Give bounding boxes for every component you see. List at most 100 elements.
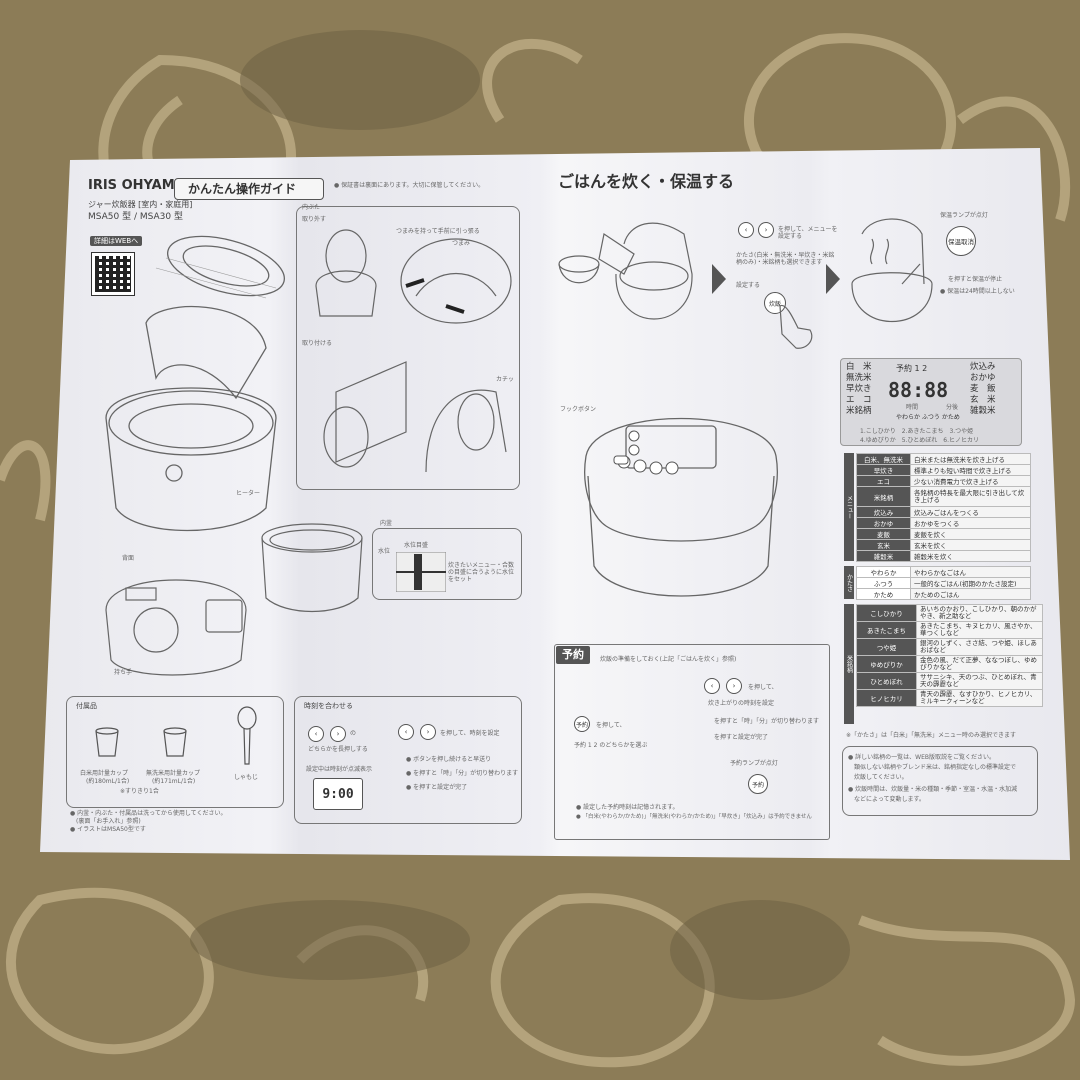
menu-key: 玄米 — [856, 539, 911, 551]
panel-menu-item: 雑穀米 — [970, 406, 996, 416]
inner-pot-illustration — [261, 523, 363, 612]
table-row: やわらかやわらかなごはん — [856, 566, 1031, 578]
guide-title-box — [174, 178, 324, 200]
note-line: ● 詳しい銘柄の一覧は、WEB版取説をご覧ください。 — [848, 754, 995, 761]
reserve-button[interactable]: 予約 — [748, 774, 768, 794]
guide-title: かんたん操作ガイド — [188, 182, 297, 196]
clock-step2: を押して、時刻を設定 — [440, 730, 500, 737]
rice-key: つや姫 — [856, 638, 917, 656]
clock-step1b: どちらかを長押しする — [308, 746, 368, 753]
right-arrow-button[interactable]: › — [758, 222, 774, 238]
product-type: ジャー炊飯器 [室内・家庭用] — [88, 200, 193, 209]
notes-box — [842, 746, 1038, 816]
steaming-rice-cooker-illustration — [851, 218, 933, 323]
rice-desc: 青天の霹靂、なすひかり、ヒノヒカリ、ミルキークィーンなど — [916, 689, 1043, 707]
hardness-key: やわらか — [856, 566, 911, 578]
attach-label: 取り付ける — [302, 340, 333, 347]
rice-desc: あいちのかおり、こしひかり、朝のかがやき、新之助など — [916, 604, 1043, 622]
back-label: 背面 — [122, 555, 135, 562]
panel-left-menu: 白 米 無洗米 早炊き エ コ 米銘柄 — [846, 362, 872, 417]
panel-menu-item: 早炊き — [846, 384, 872, 394]
table-row: 米銘柄各銘柄の特長を最大限に引き出して炊き上げる — [856, 486, 1031, 507]
reserve-step2a: を押して、 — [748, 684, 778, 691]
right-arrow-button[interactable]: › — [330, 726, 346, 742]
warm-lamp-note: 保温ランプが点灯 — [940, 212, 988, 219]
hardness-footnote: ※「かたさ」は「白米」「無洗米」メニュー時のみ選択できます — [846, 732, 1017, 739]
rice-desc: 銀河のしずく、ささ結、つや姫、ほしあおばなど — [916, 638, 1043, 656]
water-label: 水位 — [378, 548, 391, 555]
rice-key: ひとめぼれ — [856, 672, 917, 690]
inner-lid-box — [296, 206, 520, 490]
table-row: おかゆおかゆをつくる — [856, 517, 1031, 529]
spatula-label: しゃもじ — [234, 774, 259, 781]
table-row: 炊込み炊込みごはんをつくる — [856, 506, 1031, 518]
menu-side-label: メニュー — [844, 453, 854, 561]
clock-note-c: ● を押すと設定が完了 — [406, 784, 468, 791]
rice-variety-table: こしひかりあいちのかおり、こしひかり、朝のかがやき、新之助など あきたこまちあき… — [856, 604, 1043, 707]
qr-code[interactable] — [91, 252, 135, 296]
hand-press-icon — [779, 304, 813, 349]
right-arrow-button[interactable]: › — [726, 678, 742, 694]
select-menu-note: を押して、メニューを設定する — [778, 226, 838, 241]
table-row: エコ少ない消費電力で炊き上げる — [856, 475, 1031, 487]
menu-key: 米銘柄 — [856, 486, 911, 507]
left-arrow-button[interactable]: ‹ — [704, 678, 720, 694]
hardness-desc: かためのごはん — [910, 588, 1031, 600]
panel-right-menu: 炊込み おかゆ 麦 飯 玄 米 雑穀米 — [970, 362, 996, 417]
panel-digits: 88:88 — [888, 378, 949, 402]
hardness-table: やわらかやわらかなごはん ふつう一般的なごはん(初期のかたさ設定) かためかため… — [856, 566, 1031, 600]
cook-section-title: ごはんを炊く・保温する — [558, 172, 735, 191]
warm-cancel-button[interactable]: 保温取消 — [946, 226, 976, 256]
clock-note-b: ● を押すと「時」「分」が切り替わります — [406, 770, 519, 777]
reservation-title: 予約 — [556, 646, 590, 664]
reservation-intro: 炊飯の準備をしておく(上記「ごはんを炊く」参照) — [600, 656, 737, 663]
handle-label: 持ち手 — [114, 669, 133, 676]
accessories-title: 付属品 — [76, 702, 97, 710]
panel-menu-item: 無洗米 — [846, 373, 872, 383]
left-arrow-button[interactable]: ‹ — [738, 222, 754, 238]
warm-limit-note: ● 保温は24時間以上しない — [940, 288, 1015, 295]
cup-note: ※すりきり1合 — [120, 788, 159, 795]
menu-desc: 玄米を炊く — [910, 539, 1031, 551]
reserve-sub-a: を押すと「時」「分」が切り替わります — [714, 718, 820, 725]
next-step-arrow-icon — [712, 264, 726, 294]
knob-label: つまみ — [452, 240, 471, 247]
table-row: 早炊き標準よりも短い時間で炊き上げる — [856, 464, 1031, 476]
hardness-note: かたさ(白米・無洗米・早炊き・米銘柄のみ)・米銘柄も選択できます — [736, 252, 835, 267]
left-arrow-button[interactable]: ‹ — [308, 726, 324, 742]
lid-attach-illustration — [323, 361, 507, 473]
panel-minute: 分後 — [946, 404, 959, 411]
left-arrow-button[interactable]: ‹ — [398, 724, 414, 740]
rice-cooker-top-illustration[interactable] — [576, 396, 796, 616]
set-label: 設定する — [736, 282, 761, 289]
menu-key: 麦飯 — [856, 528, 911, 540]
menu-desc: 白米または無洗米を炊き上げる — [910, 453, 1031, 465]
lid-remove-illustration — [315, 229, 512, 324]
note-line: 炊飯してください。 — [848, 774, 908, 781]
table-row: 麦飯麦飯を炊く — [856, 528, 1031, 540]
control-panel-display — [840, 358, 1022, 446]
rice-cooker-open-illustration — [105, 235, 285, 532]
table-row: ゆめぴりか金色の風、だて正夢、ななつぼし、ゆめぴりかなど — [856, 655, 1043, 673]
right-arrow-button[interactable]: › — [420, 724, 436, 740]
panel-menu-item: 炊込み — [970, 362, 996, 372]
note-line: 類似しない銘柄やブレンド米は、銘柄指定なしの標準設定で — [848, 764, 1017, 771]
hardness-desc: やわらかなごはん — [910, 566, 1031, 578]
menu-table: 白米、無洗米白米または無洗米を炊き上げる 早炊き標準よりも短い時間で炊き上げる … — [856, 453, 1031, 562]
reserve-step2b: 炊き上がりの時刻を設定 — [708, 700, 775, 707]
hardness-side-label: かたさ — [844, 566, 854, 599]
reserve-step1b: 予約 1 2 のどちらかを選ぶ — [574, 742, 648, 749]
table-row: こしひかりあいちのかおり、こしひかり、朝のかがやき、新之助など — [856, 604, 1043, 622]
table-row: あきたこまちあきたこまち、キヌヒカリ、風さやか、華つくしなど — [856, 621, 1043, 639]
table-row: ひとめぼれササニシキ、天のつぶ、ひとめぼれ、青天の霹靂など — [856, 672, 1043, 690]
brand-logo: IRIS OHYAMA — [88, 178, 185, 193]
table-row: かためかためのごはん — [856, 588, 1031, 600]
reserve-foot-1: ● 設定した予約時刻は記憶されます。 — [576, 804, 679, 811]
measuring-cup-icon — [95, 727, 119, 757]
menu-key: 雑穀米 — [856, 550, 911, 562]
table-row: ふつう一般的なごはん(初期のかたさ設定) — [856, 577, 1031, 589]
menu-desc: おかゆをつくる — [910, 517, 1031, 529]
table-row: つや姫銀河のしずく、ささ結、つや姫、ほしあおばなど — [856, 638, 1043, 656]
reserve-button[interactable]: 予約 — [574, 716, 590, 732]
wash-note-ref: (裏面「お手入れ」参照) — [76, 818, 141, 825]
